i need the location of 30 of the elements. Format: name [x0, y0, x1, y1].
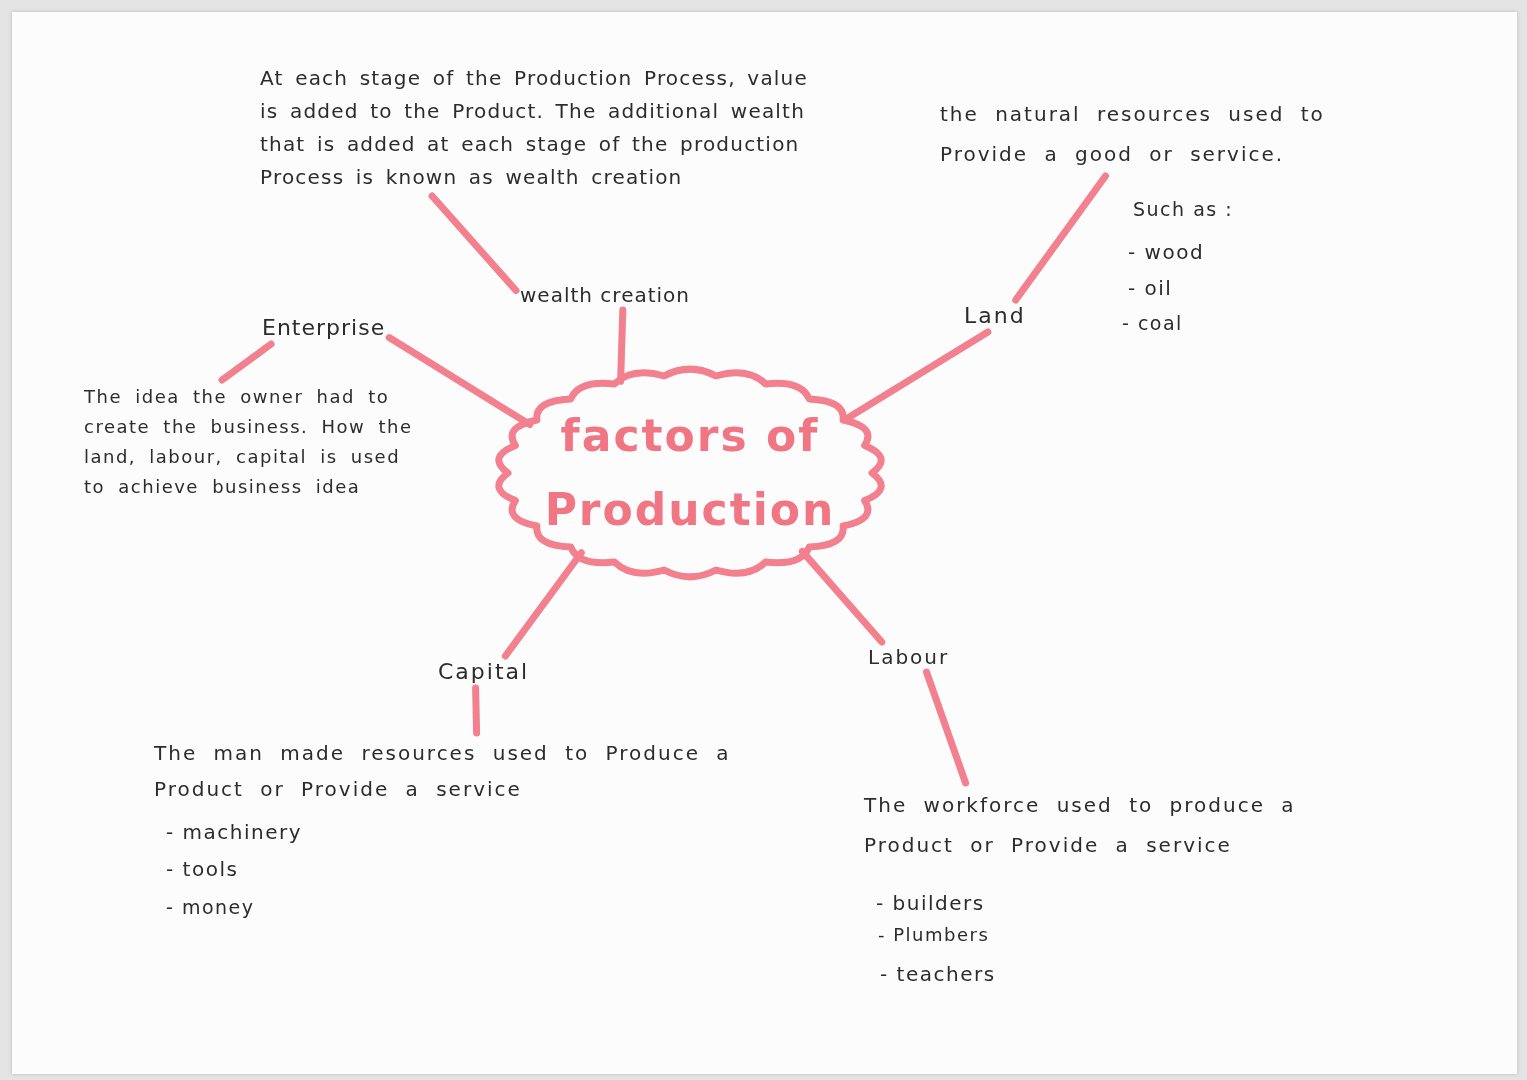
branch-label: wealth creation	[516, 280, 694, 310]
branch-line	[501, 549, 585, 660]
branch-line	[385, 334, 534, 428]
list-item: - teachers	[880, 962, 996, 986]
note-text: The man made resources used to Produce a Product or Provide a service	[150, 733, 778, 809]
branch-line	[923, 668, 970, 787]
branch-line	[617, 306, 627, 385]
list-item: - machinery	[166, 820, 303, 844]
branch-line	[1012, 172, 1109, 304]
branch-line	[798, 547, 886, 646]
note-text: Such as :	[1133, 198, 1234, 221]
list-item: - coal	[1122, 312, 1183, 335]
list-item: - wood	[1128, 240, 1205, 264]
list-item: - money	[166, 896, 255, 919]
list-item: - builders	[876, 891, 985, 915]
branch-label: Labour	[864, 642, 954, 672]
list-item: - tools	[166, 857, 239, 881]
note-text: the natural resources used to Provide a good or service.	[936, 92, 1394, 176]
note-text: The idea the owner had to create the business. How the land, labour, capital is used to achieve business idea	[80, 380, 418, 504]
list-item: - oil	[1128, 276, 1173, 300]
note-text: At each stage of the Production Process, value is added to the Product. The additional wealth that is added at each stage of the production Process is known as wealth creation	[256, 60, 824, 196]
central-topic: factors of Production	[543, 409, 837, 537]
branch-label: Land	[960, 300, 1030, 332]
note-text: The workforce used to produce a Product or Provide a service	[860, 783, 1388, 867]
branch-line	[428, 192, 520, 294]
branch-label: Capital	[434, 656, 534, 688]
branch-line	[472, 684, 481, 737]
branch-label: Enterprise	[258, 312, 390, 344]
branch-line	[218, 340, 275, 384]
list-item: - Plumbers	[878, 924, 990, 946]
